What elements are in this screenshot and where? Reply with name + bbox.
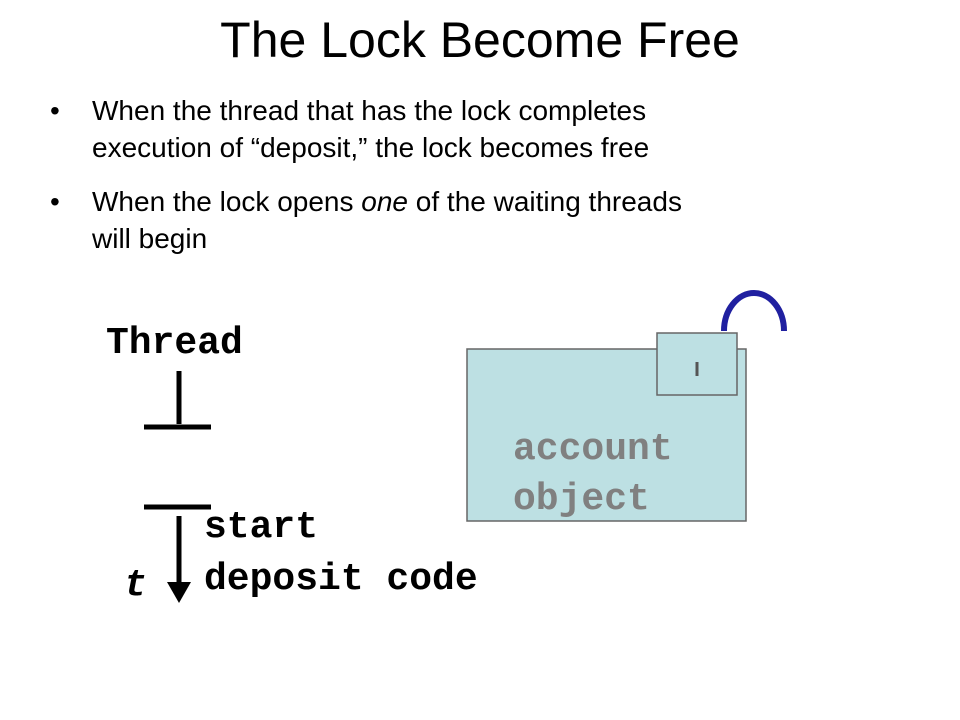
time-label: t	[124, 564, 147, 607]
bullet-1-line-1: When the thread that has the lock comple…	[92, 95, 647, 126]
account-label: account	[513, 428, 673, 471]
bullet-2-line-2: will begin	[92, 223, 208, 254]
thread-label: Thread	[106, 322, 243, 365]
bullet-1-line-2: execution of “deposit,” the lock becomes…	[92, 132, 650, 163]
deposit-code-label: deposit code	[204, 558, 478, 601]
start-label: start	[204, 506, 319, 549]
bullet-list: • When the thread that has the lock comp…	[50, 92, 910, 274]
bullet-dot: •	[50, 186, 60, 217]
bullet-2-emphasis: one	[361, 186, 408, 217]
bullet-2-text-before: When the lock opens	[92, 186, 362, 217]
arrow-down-icon	[167, 582, 191, 603]
bullet-item-2: • When the lock opens one of the waiting…	[50, 183, 910, 257]
bullet-2-text-after: of the waiting threads	[408, 186, 682, 217]
bullet-dot: •	[50, 95, 60, 126]
object-label: object	[513, 478, 650, 521]
slide-title: The Lock Become Free	[220, 12, 740, 68]
bullet-item-1: • When the thread that has the lock comp…	[50, 92, 910, 166]
lock-shackle-icon	[721, 290, 787, 332]
